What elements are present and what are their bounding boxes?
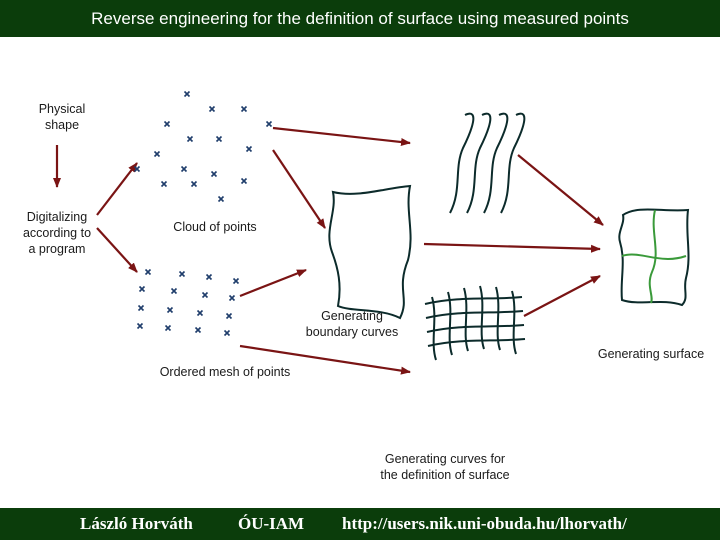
label-physical-shape: Physical shape bbox=[38, 102, 86, 132]
cloud-point bbox=[190, 180, 198, 188]
mesh-point bbox=[164, 324, 172, 332]
surface-curves bbox=[621, 209, 687, 304]
flow-arrows bbox=[53, 126, 604, 375]
arrow-boundary-to-surface bbox=[423, 242, 601, 253]
cloud-point bbox=[183, 90, 191, 98]
arrow-digitalizing-to-mesh bbox=[96, 227, 138, 273]
arrow-mesh-to-grid bbox=[239, 344, 411, 375]
cloud-point bbox=[240, 177, 248, 185]
arrow-grid-to-surface bbox=[523, 275, 601, 317]
mesh-point bbox=[166, 306, 174, 314]
mesh-point bbox=[144, 268, 152, 276]
footer-institution: ÓU-IAM bbox=[238, 514, 305, 533]
curve-grid bbox=[424, 285, 526, 361]
cloud-point bbox=[163, 120, 171, 128]
arrow-cloud-to-boundary bbox=[272, 149, 326, 229]
mesh-point bbox=[178, 270, 186, 278]
mesh-point bbox=[136, 322, 144, 330]
arrow-digitalizing-to-cloud bbox=[96, 162, 138, 216]
title-bar: Reverse engineering for the definition o… bbox=[0, 0, 720, 37]
boundary-curves-patch bbox=[328, 184, 412, 320]
arrow-curves-to-surface bbox=[517, 154, 604, 226]
label-ordered-mesh: Ordered mesh of points bbox=[159, 365, 291, 379]
surface-patch bbox=[618, 208, 690, 307]
cloud-point bbox=[208, 105, 216, 113]
point-cloud bbox=[133, 90, 273, 203]
cloud-point bbox=[215, 135, 223, 143]
footer-bar: László Horváth ÓU-IAM http://users.nik.u… bbox=[0, 508, 720, 540]
label-cloud-of-points: Cloud of points bbox=[173, 220, 257, 234]
cloud-point bbox=[245, 145, 253, 153]
cloud-point bbox=[210, 170, 218, 178]
label-generating-curves: Generating curves for the definition of … bbox=[380, 452, 510, 482]
cloud-point bbox=[217, 195, 225, 203]
mesh-point bbox=[137, 304, 145, 312]
cloud-point bbox=[186, 135, 194, 143]
mesh-point bbox=[232, 277, 240, 285]
cloud-point bbox=[180, 165, 188, 173]
mesh-point bbox=[194, 326, 202, 334]
mesh-point bbox=[196, 309, 204, 317]
cloud-point bbox=[265, 120, 273, 128]
mesh-point bbox=[170, 287, 178, 295]
cloud-point bbox=[153, 150, 161, 158]
label-digitalizing: Digitalizing according to a program bbox=[22, 210, 92, 256]
ordered-point-mesh bbox=[136, 268, 240, 337]
label-generating-boundary: Generating boundary curves bbox=[305, 309, 399, 339]
arrow-mesh-to-boundary bbox=[239, 268, 307, 298]
footer-author: László Horváth bbox=[80, 514, 193, 533]
mesh-point bbox=[138, 285, 146, 293]
mesh-point bbox=[201, 291, 209, 299]
mesh-point bbox=[205, 273, 213, 281]
mesh-point bbox=[225, 312, 233, 320]
generated-curves bbox=[449, 112, 526, 214]
mesh-point bbox=[223, 329, 231, 337]
cloud-point bbox=[133, 165, 141, 173]
label-generating-surface: Generating surface bbox=[597, 347, 705, 361]
mesh-point bbox=[228, 294, 236, 302]
cloud-point bbox=[160, 180, 168, 188]
arrow-cloud-to-curves bbox=[272, 126, 411, 146]
cloud-point bbox=[240, 105, 248, 113]
slide-title: Reverse engineering for the definition o… bbox=[91, 9, 629, 28]
footer-url[interactable]: http://users.nik.uni-obuda.hu/lhorvath/ bbox=[342, 514, 627, 533]
